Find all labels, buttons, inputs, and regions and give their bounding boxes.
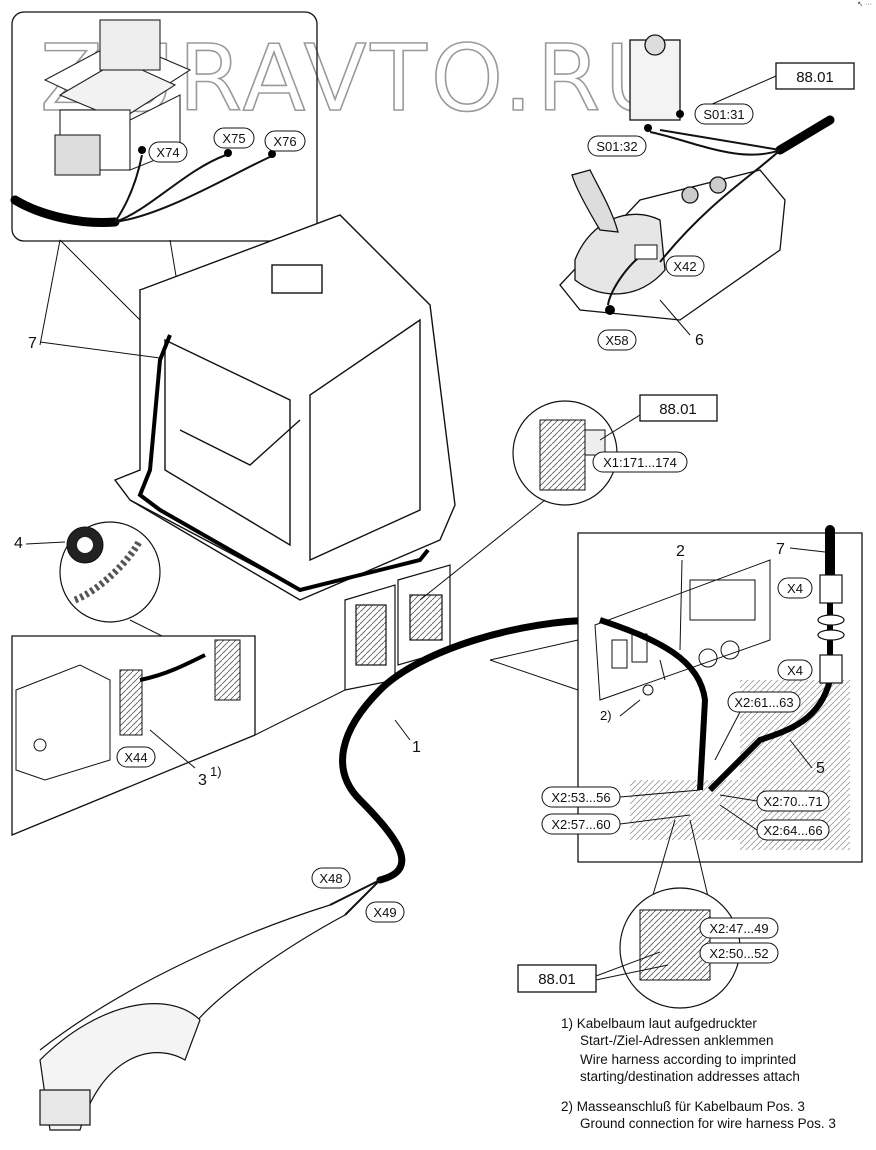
boom-rotary-assembly — [39, 904, 346, 1131]
connector-x2-57-tag: X2:57...60 — [541, 813, 621, 835]
connector-x42-tag: X42 — [665, 255, 705, 277]
tape-detail — [59, 521, 161, 623]
svg-text:88.01: 88.01 — [538, 971, 576, 988]
svg-text:88.01: 88.01 — [796, 69, 834, 86]
svg-text:X48: X48 — [319, 871, 342, 886]
connector-x75-tag: X75 — [213, 127, 255, 149]
corner-mark: ↖ ··· — [857, 1, 872, 8]
svg-text:X1:171...174: X1:171...174 — [603, 455, 677, 470]
note-2-line-1: 2) Masseanschluß für Kabelbaum Pos. 3 — [561, 1099, 805, 1114]
svg-text:X74: X74 — [156, 145, 179, 160]
connector-s01-31-tag: S01:31 — [694, 103, 754, 125]
svg-text:X2:53...56: X2:53...56 — [551, 790, 610, 805]
note-2-line-2: Ground connection for wire harness Pos. … — [580, 1116, 836, 1131]
note-1-line-1: 1) Kabelbaum laut aufgedruckter — [561, 1016, 757, 1031]
note-1-line-4: starting/destination addresses attach — [580, 1069, 800, 1084]
main-harness-1 — [339, 616, 604, 884]
connector-x4-bottom-tag: X4 — [777, 659, 813, 681]
part-7-right-label: 7 — [776, 541, 785, 558]
connector-x2-70-tag: X2:70...71 — [756, 790, 830, 812]
svg-text:X44: X44 — [124, 750, 147, 765]
svg-text:X2:64...66: X2:64...66 — [763, 823, 822, 838]
part-5-label: 5 — [816, 760, 825, 777]
svg-text:X2:47...49: X2:47...49 — [709, 921, 768, 936]
reference-box-top: 88.01 — [775, 62, 855, 90]
connector-s01-32-tag: S01:32 — [587, 135, 647, 157]
ground-ref-label: 2) — [600, 708, 612, 723]
svg-text:X2:61...63: X2:61...63 — [734, 695, 793, 710]
connector-x2-64-tag: X2:64...66 — [756, 819, 830, 841]
part-1-label: 1 — [412, 739, 421, 756]
part-4-label: 4 — [14, 535, 23, 552]
detail-frame-bottom-left — [11, 635, 256, 836]
reference-box-mid: 88.01 — [639, 394, 718, 422]
connector-x49-tag: X49 — [365, 901, 405, 923]
svg-text:X2:57...60: X2:57...60 — [551, 817, 610, 832]
connector-x4-top-tag: X4 — [777, 577, 813, 599]
relay-detail — [512, 400, 618, 506]
svg-text:X2:70...71: X2:70...71 — [763, 794, 822, 809]
svg-text:X75: X75 — [222, 131, 245, 146]
svg-text:88.01: 88.01 — [659, 401, 697, 418]
note-1-line-3: Wire harness according to imprinted — [580, 1052, 797, 1067]
svg-text:X2:50...52: X2:50...52 — [709, 946, 768, 961]
svg-text:X42: X42 — [673, 259, 696, 274]
joystick-console — [559, 34, 786, 321]
svg-text:X49: X49 — [373, 905, 396, 920]
part-7-cab-label: 7 — [28, 335, 37, 352]
note-1-line-2: Start-/Ziel-Adressen anklemmen — [580, 1033, 774, 1048]
svg-text:S01:32: S01:32 — [596, 139, 637, 154]
svg-text:S01:31: S01:31 — [703, 107, 744, 122]
connector-x2-53-tag: X2:53...56 — [541, 786, 621, 808]
connector-x1-tag: X1:171...174 — [592, 451, 688, 473]
connector-x74-tag: X74 — [148, 141, 188, 163]
connector-x48-tag: X48 — [311, 867, 351, 889]
joystick-harness — [775, 115, 835, 155]
connector-x2-50-tag: X2:50...52 — [699, 942, 779, 964]
svg-text:X4: X4 — [787, 663, 803, 678]
svg-text:X76: X76 — [273, 134, 296, 149]
connector-x44-tag: X44 — [116, 746, 156, 768]
harness-bundle-top — [10, 195, 120, 228]
part-3-label: 3 — [198, 772, 207, 789]
reference-box-bottom: 88.01 — [517, 964, 597, 993]
part-3-footnote-mark: 1) — [210, 764, 222, 779]
connector-x2-61-tag: X2:61...63 — [727, 691, 801, 713]
connector-x76-tag: X76 — [264, 130, 306, 152]
detail-frame-right — [577, 532, 863, 863]
connector-x2-47-tag: X2:47...49 — [699, 917, 779, 939]
detail-frame-top-left — [10, 11, 318, 242]
cab-structure — [113, 214, 456, 601]
svg-text:X58: X58 — [605, 333, 628, 348]
connector-x58-tag: X58 — [597, 329, 637, 351]
control-boxes — [344, 564, 451, 691]
part-6-label: 6 — [695, 332, 704, 349]
svg-text:X4: X4 — [787, 581, 803, 596]
part-2-label: 2 — [676, 543, 685, 560]
cab-harness — [137, 334, 430, 593]
